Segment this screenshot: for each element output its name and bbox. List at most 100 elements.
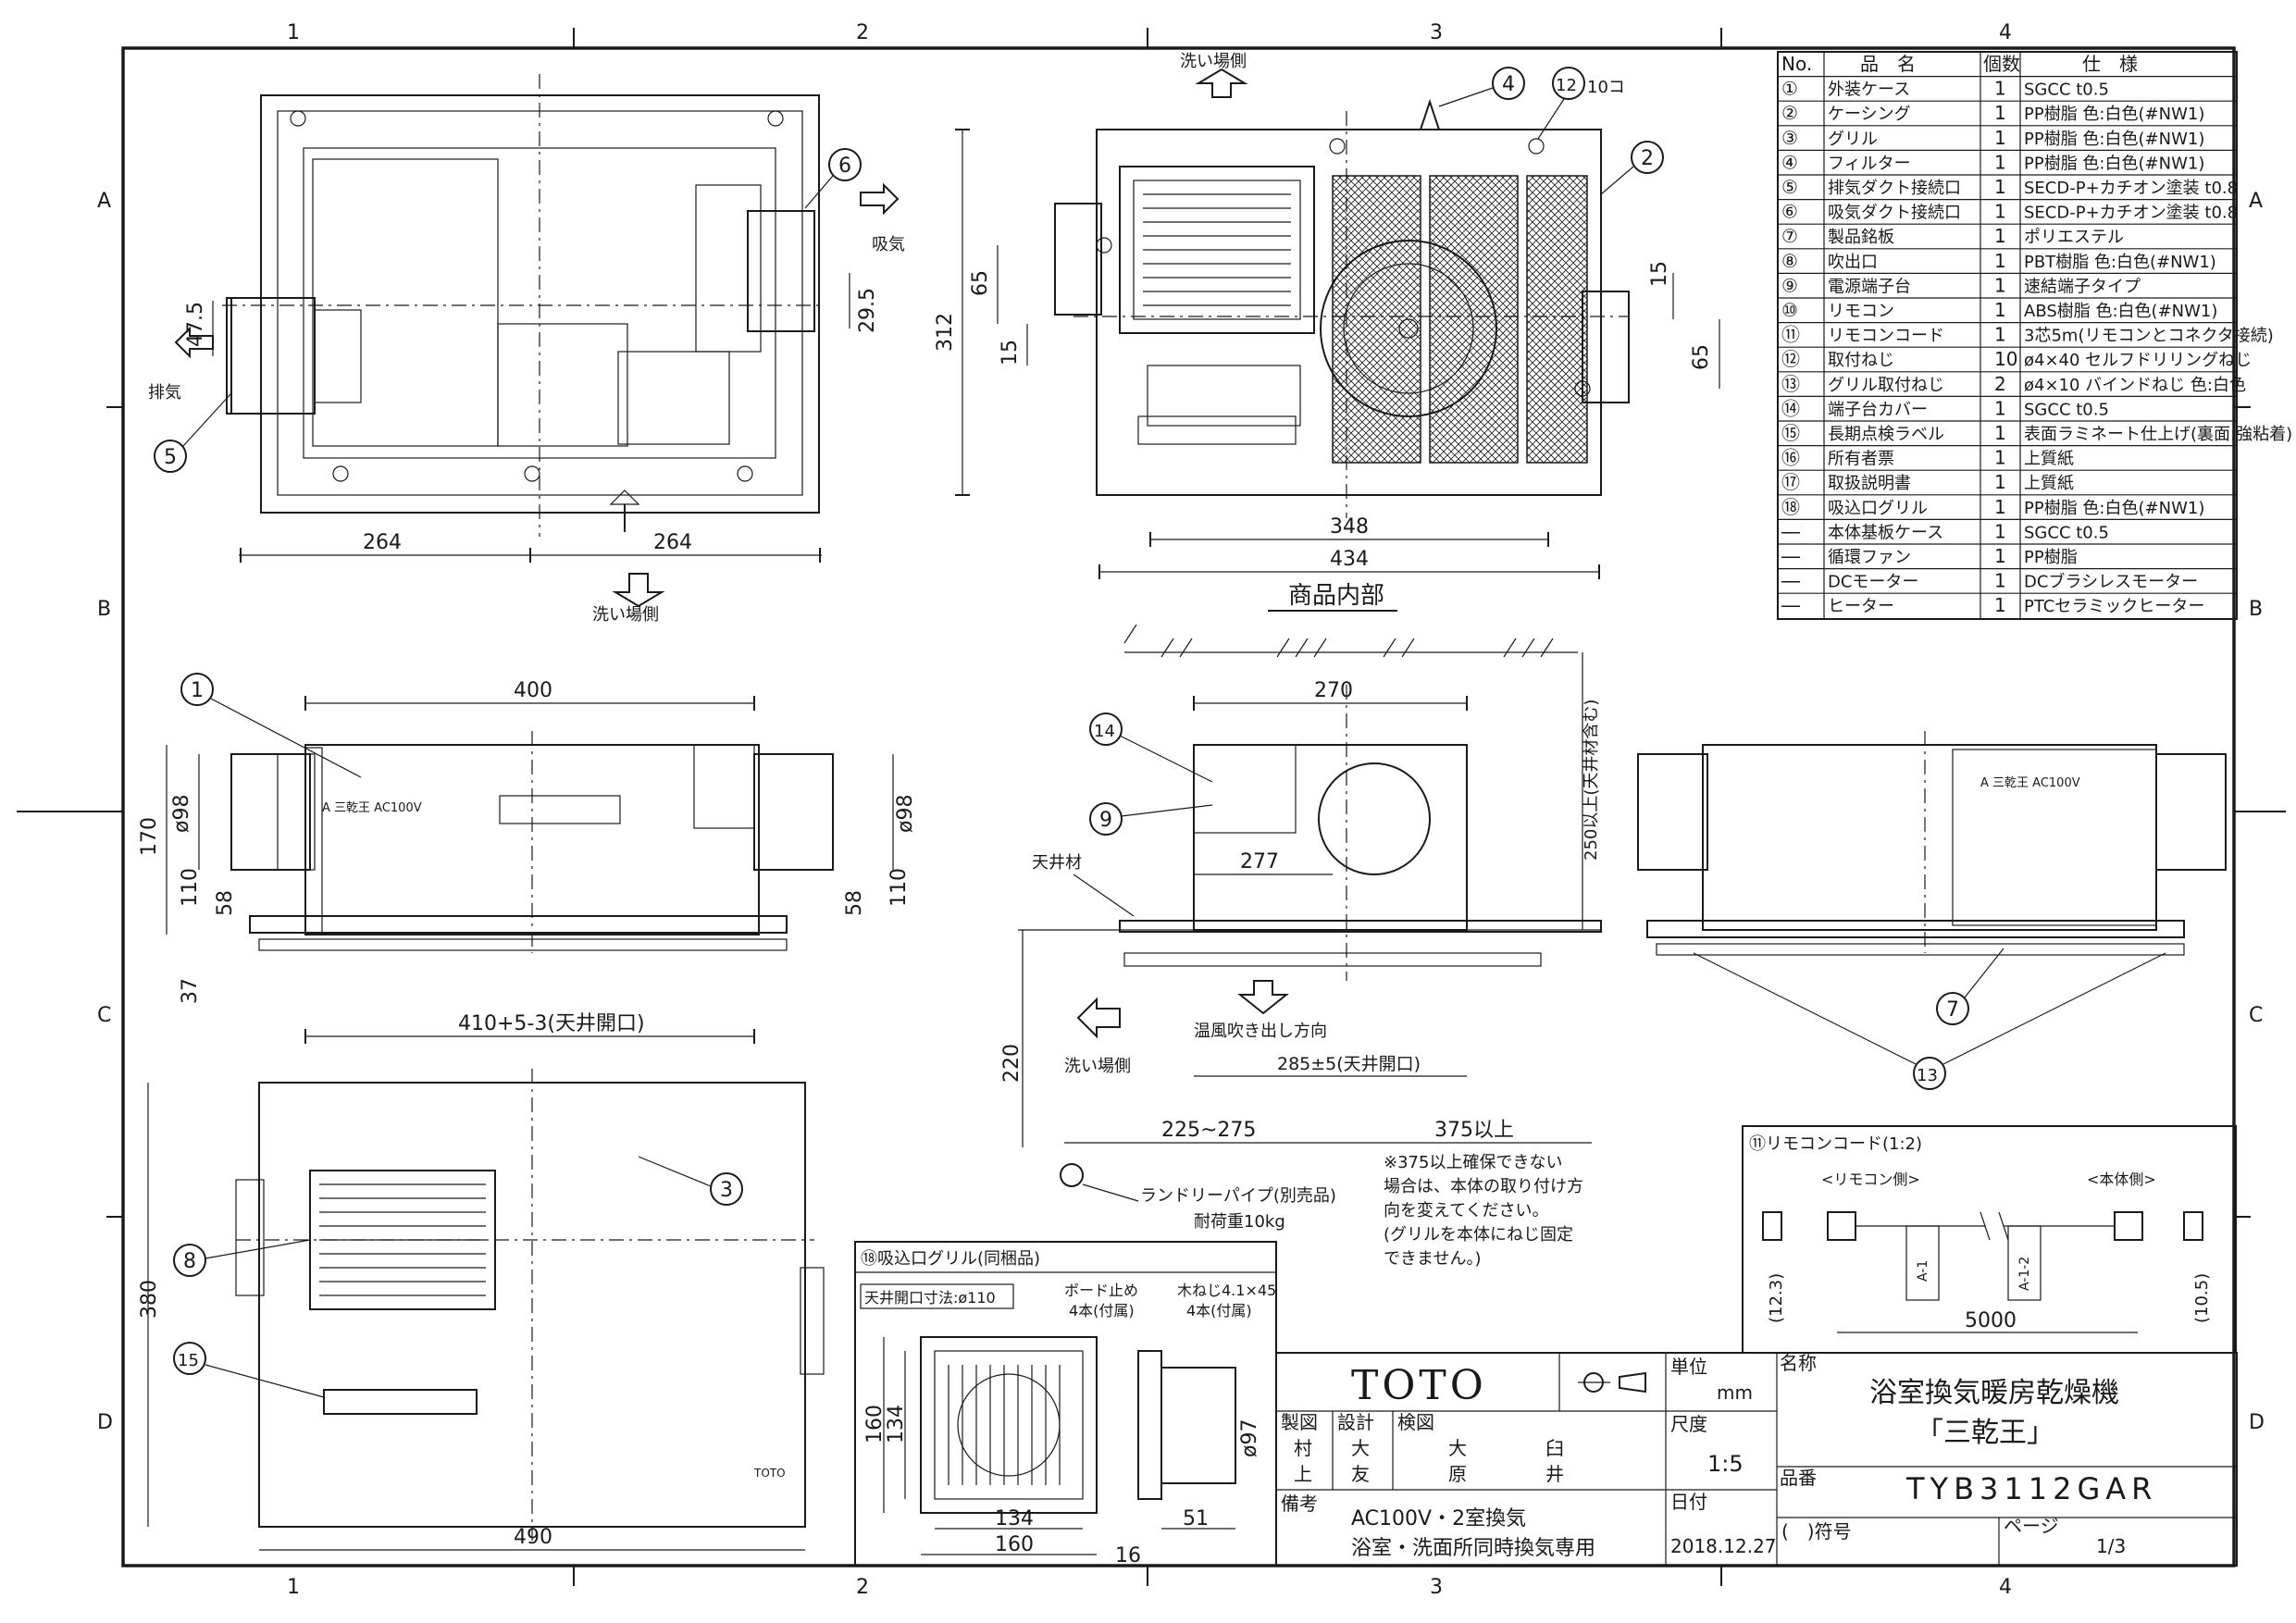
dim-250: 250以上(天井材含む) (1582, 700, 1601, 861)
col-2-top: 2 (856, 21, 869, 44)
exhaust-label: 排気 (148, 383, 181, 403)
unit-value: mm (1717, 1381, 1753, 1404)
part-spec: PP樹脂 (2024, 548, 2078, 567)
part-name: 端子台カバー (1828, 400, 1928, 419)
part-name: DCモーター (1828, 573, 1918, 592)
parts-header-spec: 仕 様 (2082, 53, 2138, 75)
part-no-value: TYB3112GAR (1905, 1471, 2157, 1506)
wash-side-label-interior: 洗い場側 (1180, 52, 1247, 71)
intake-grill-screw: 木ねじ4.1×45 (1177, 1282, 1276, 1299)
laundry-pipe-label: ランドリーパイプ(別売品) (1140, 1186, 1336, 1206)
dim-490: 490 (514, 1526, 552, 1549)
part-qty: 1 (1994, 176, 2006, 198)
load-label: 耐荷重10kg (1194, 1212, 1285, 1232)
intake-grill-box: ⑱吸込口グリル(同梱品) 天井開口寸法:ø110 ボード止め 4本(付属) 木ね… (854, 1241, 1277, 1567)
note-line-5: できません。) (1384, 1249, 1481, 1269)
remote-cord-remote-side: <リモコン側> (1821, 1171, 1920, 1188)
note-line-2: 場合は、本体の取り付け方 (1384, 1177, 1583, 1196)
intake-grill-dim-134-h: 134 (995, 1507, 1034, 1530)
part-no: ⑮ (1781, 422, 1800, 444)
intake-grill-screw-qty: 4本(付属) (1186, 1302, 1252, 1319)
part-name: リモコンコード (1828, 327, 1944, 346)
part-name: ケーシング (1828, 105, 1911, 124)
part-spec: SECD-P+カチオン塗装 t0.8 (2024, 203, 2238, 223)
title-block: TOTO 単位 mm 尺度 1:5 日付 2018.12.27 名称 浴室換気暖… (1275, 1352, 2238, 1567)
part-name: 製品銘板 (1828, 228, 1894, 247)
part-spec: ABS樹脂 色:白色(#NW1) (2024, 302, 2217, 321)
product-name-1: 浴室換気暖房乾燥機 (1869, 1377, 2119, 1409)
part-no: ④ (1781, 151, 1798, 173)
part-name: 長期点検ラベル (1828, 425, 1944, 444)
dim-15-left: 15 (999, 340, 1022, 365)
part-name: 排気ダクト接続口 (1828, 179, 1961, 198)
remote-cord-tag-1: A-1 (1916, 1260, 1930, 1282)
part-qty: 1 (1994, 545, 2006, 567)
part-spec: SGCC t0.5 (2024, 81, 2109, 100)
remote-cord-title: ⑪リモコンコード(1:2) (1749, 1134, 1922, 1154)
intake-grill-dim-97: ø97 (1238, 1419, 1261, 1457)
name-7: 原 (1448, 1463, 1467, 1485)
callout-15: 15 (178, 1351, 199, 1370)
part-qty: 1 (1994, 250, 2006, 272)
part-no: ― (1781, 594, 1800, 616)
remote-cord-box: ⑪リモコンコード(1:2) <リモコン側> <本体側> A-1 A-1-2 50… (1742, 1125, 2237, 1354)
name-3: 大 (1448, 1437, 1467, 1459)
part-no: ③ (1781, 127, 1798, 149)
dim-312: 312 (934, 313, 957, 352)
wash-side-label-section: 洗い場側 (1064, 1057, 1131, 1076)
callout-8: 8 (183, 1250, 196, 1273)
part-qty: 1 (1994, 520, 2006, 542)
note-line-3: 向を変えてください。 (1384, 1201, 1549, 1220)
part-spec: ポリエステル (2024, 228, 2124, 247)
dim-37: 37 (179, 978, 202, 1004)
dim-225-275: 225~275 (1161, 1119, 1256, 1142)
part-no: ― (1781, 545, 1800, 567)
name-6: 友 (1351, 1463, 1370, 1485)
dim-400: 400 (514, 679, 552, 702)
part-no: ― (1781, 520, 1800, 542)
date-label: 日付 (1670, 1491, 1707, 1513)
part-qty: 1 (1994, 447, 2006, 469)
intake-grill-dim-51: 51 (1183, 1507, 1209, 1530)
part-no: ⑤ (1781, 176, 1798, 198)
part-qty: 1 (1994, 324, 2006, 346)
dim-410: 410+5-3(天井開口) (458, 1012, 645, 1035)
part-name: 電源端子台 (1828, 277, 1911, 296)
interior-view: 洗い場側 312 65 15 15 65 348 434 商品内部 4 12 1… (934, 52, 1720, 612)
intake-grill-dim-134-v: 134 (885, 1405, 908, 1443)
part-spec: 上質紙 (2024, 450, 2074, 469)
dim-29-5: 29.5 (856, 288, 879, 333)
wash-side-label-top: 洗い場側 (592, 605, 659, 625)
scale-value: 1:5 (1707, 1451, 1744, 1477)
dim-170: 170 (138, 817, 161, 856)
dim-270: 270 (1314, 679, 1353, 702)
part-qty: 1 (1994, 496, 2006, 518)
intake-grill-dim-16: 16 (1115, 1544, 1141, 1567)
col-1-top: 1 (287, 21, 300, 44)
part-no-label: 品番 (1780, 1467, 1817, 1489)
part-qty: 1 (1994, 201, 2006, 223)
col-4-top: 4 (1999, 21, 2012, 44)
part-name: 吹出口 (1828, 253, 1878, 272)
callout-3: 3 (720, 1179, 733, 1202)
dim-47-5: 47.5 (184, 302, 207, 347)
col-3-top: 3 (1430, 21, 1443, 44)
callout-9: 9 (1099, 809, 1112, 832)
callout-12: 12 (1556, 76, 1577, 95)
intake-grill-board: ボード止め (1064, 1282, 1138, 1299)
remote-cord-tag-2: A-1-2 (2017, 1257, 2032, 1291)
part-qty: 10 (1994, 348, 2017, 370)
ceiling-material-label: 天井材 (1032, 853, 1082, 873)
part-qty: 1 (1994, 471, 2006, 493)
part-qty: 1 (1994, 397, 2006, 419)
dim-220: 220 (1000, 1044, 1024, 1083)
part-no: ② (1781, 102, 1798, 124)
part-spec: PP樹脂 色:白色(#NW1) (2024, 499, 2204, 518)
dim-110-left: 110 (179, 868, 202, 907)
dim-110-right: 110 (887, 868, 911, 907)
name-2: 大 (1351, 1437, 1370, 1459)
part-qty: 2 (1994, 373, 2006, 395)
top-view: 264 264 47.5 29.5 洗い場側 排気 吸気 6 5 (148, 74, 905, 625)
part-spec: PP樹脂 色:白色(#NW1) (2024, 130, 2204, 149)
part-name: 吸込口グリル (1828, 499, 1928, 518)
